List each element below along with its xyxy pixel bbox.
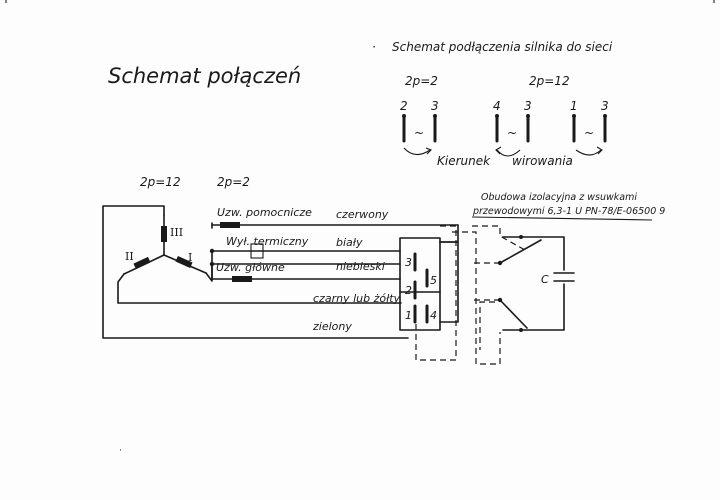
wire-label-green: zielony <box>312 320 352 333</box>
housing-note-leader <box>471 216 653 221</box>
terminal-number: 1 <box>570 99 578 113</box>
terminal-pins <box>402 114 607 143</box>
block-bridge <box>439 241 459 323</box>
connection-scheme-heading: Schemat podłączenia silnika do sieci <box>392 40 613 54</box>
wire-label-white: biały <box>336 236 363 249</box>
terminal-number: 4 <box>493 99 501 113</box>
block-terminal-number: 3 <box>405 256 412 269</box>
star-winding <box>123 214 207 275</box>
housing-outline <box>415 225 526 365</box>
terminal-block <box>399 237 441 331</box>
poles-label-star: 2p=2 <box>217 175 250 189</box>
main-coil <box>232 276 252 282</box>
phase-label-III: III <box>170 226 183 239</box>
rotation-direction-label: wirowania <box>512 154 573 168</box>
rotation-arrows <box>403 146 603 157</box>
capacitor-label: C <box>541 273 549 286</box>
housing-note: przewodowymi 6,3-1 U PN-78/E-06500 9 <box>472 206 665 217</box>
phase-label-II: II <box>125 250 134 263</box>
diagram-title: Schemat połączeń <box>108 64 301 88</box>
poles-label-right-group: 2p=12 <box>529 74 570 88</box>
capacitor-network <box>474 235 575 332</box>
wire-label-black-or-yellow: czarny lub żółty <box>313 292 401 305</box>
thermal-switch <box>250 243 264 259</box>
main-winding-label: Uzw. główne <box>216 261 285 274</box>
block-terminal-number: 4 <box>430 309 437 322</box>
bullet-dot: · <box>372 40 376 54</box>
tilde-symbol: ~ <box>507 126 517 140</box>
housing-note: Obudowa izolacyjna z wsuwkami <box>481 192 637 203</box>
terminal-number: 3 <box>524 99 532 113</box>
thermal-switch-label: Wył. termiczny <box>226 235 309 248</box>
poles-label-left-group: 2p=2 <box>405 74 438 88</box>
phase-label-I: I <box>188 251 192 264</box>
terminal-number: 3 <box>601 99 609 113</box>
block-terminal-number: 5 <box>430 274 437 287</box>
tilde-symbol: ~ <box>584 126 594 140</box>
block-terminal-number: 2 <box>405 284 412 297</box>
block-terminal-number: 1 <box>405 309 412 322</box>
auxiliary-winding-label: Uzw. pomocnicze <box>217 206 312 219</box>
wire-label-red: czerwony <box>336 208 389 221</box>
terminal-number: 3 <box>431 99 439 113</box>
wire-label-blue: niebieski <box>336 260 385 273</box>
rotation-direction-label: Kierunek <box>437 154 491 168</box>
auxiliary-coil <box>220 222 240 228</box>
terminal-number: 2 <box>400 99 408 113</box>
poles-label-star: 2p=12 <box>140 175 181 189</box>
tilde-symbol: ~ <box>414 126 424 140</box>
